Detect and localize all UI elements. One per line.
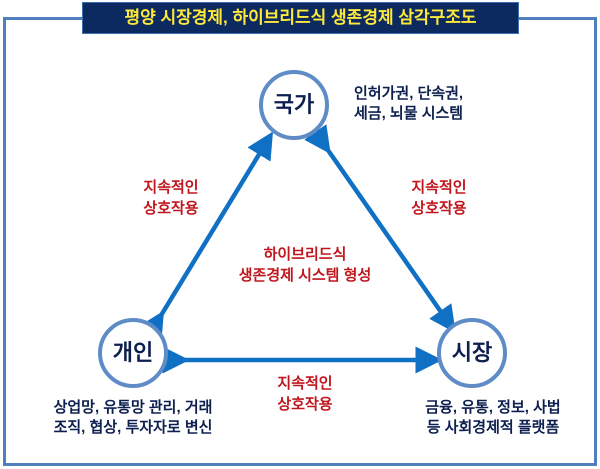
edge-label-line: 상호작용 (411, 200, 467, 217)
individual-description: 상업망, 유통망 관리, 거래 조직, 협상, 투자자로 변신 (30, 398, 236, 438)
arrow-state-market (304, 124, 456, 334)
market-desc-line: 금융, 유통, 정보, 사법 (425, 399, 561, 416)
center-label-line: 하이브리드식 (263, 246, 347, 263)
edge-label-line: 지속적인 (143, 179, 199, 196)
bottom-edge-label: 지속적인 상호작용 (262, 373, 348, 415)
left-edge-label: 지속적인 상호작용 (128, 177, 214, 219)
right-edge-label: 지속적인 상호작용 (396, 177, 482, 219)
edge-label-line: 지속적인 (411, 179, 467, 196)
state-desc-line: 인허가권, 단속권, (354, 85, 464, 102)
center-label-line: 생존경제 시스템 형성 (238, 267, 372, 284)
individual-desc-line: 조직, 협상, 투자자로 변신 (53, 419, 213, 436)
diagram-title: 평양 시장경제, 하이브리드식 생존경제 삼각구조도 (82, 2, 519, 34)
edge-label-line: 상호작용 (143, 200, 199, 217)
market-description: 금융, 유통, 정보, 사법 등 사회경제적 플랫폼 (402, 398, 584, 438)
state-description: 인허가권, 단속권, 세금, 뇌물 시스템 (354, 84, 463, 124)
node-individual: 개인 (98, 318, 168, 388)
market-desc-line: 등 사회경제적 플랫폼 (426, 419, 560, 436)
edge-label-line: 상호작용 (277, 396, 333, 413)
arrow-individual-state (138, 131, 274, 341)
node-state: 국가 (259, 70, 329, 140)
individual-desc-line: 상업망, 유통망 관리, 거래 (53, 399, 213, 416)
center-label: 하이브리드식 생존경제 시스템 형성 (220, 244, 390, 286)
edge-label-line: 지속적인 (277, 375, 333, 392)
state-desc-line: 세금, 뇌물 시스템 (354, 105, 464, 122)
node-market: 시장 (437, 318, 507, 388)
